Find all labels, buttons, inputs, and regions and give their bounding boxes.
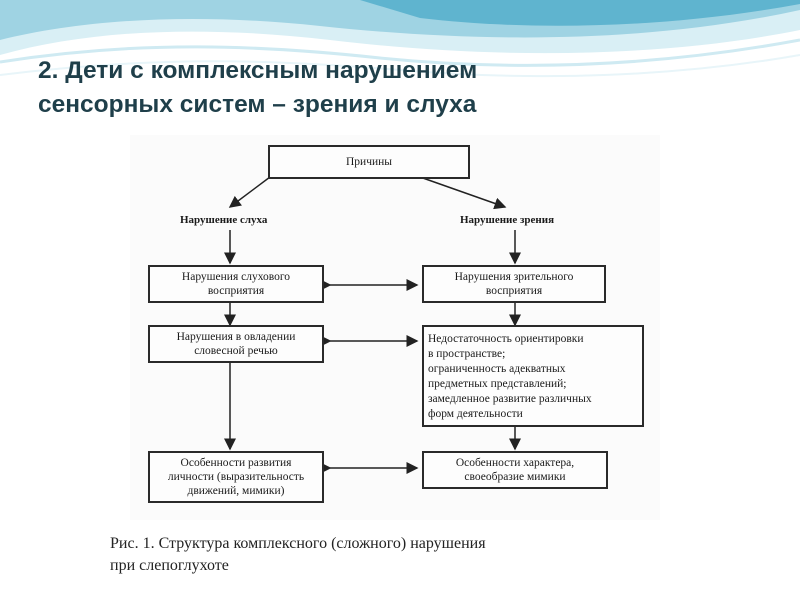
figure-caption: Рис. 1. Структура комплексного (сложного… <box>110 533 670 577</box>
branch-label-vision: Нарушение зрения <box>460 214 555 226</box>
root-box: Причины <box>268 145 470 179</box>
left-box-2: Нарушения в овладении словесной речью <box>148 325 324 363</box>
left-box-3-line-3: движений, мимики) <box>187 485 285 497</box>
right-box-2: Недостаточность ориентировки в пространс… <box>422 325 644 427</box>
left-box-2-line-1: Нарушения в овладении <box>176 331 296 343</box>
right-box-3: Особенности характера, своеобразие мимик… <box>422 451 608 489</box>
figure-caption-line-2: при слепоглухоте <box>110 557 229 574</box>
left-box-3-line-2: личности (выразительность <box>167 471 305 483</box>
right-box-1-line-2: восприятия <box>485 285 543 297</box>
root-label: Причины <box>345 156 393 168</box>
diagram-connectors <box>224 176 521 474</box>
arrow-root-to-hearing <box>228 176 271 208</box>
left-box-1-line-1: Нарушения слухового <box>181 271 291 283</box>
decorative-wave-header <box>0 0 800 78</box>
slide-title-line-1: 2. Дети с комплексным нарушением <box>38 57 478 84</box>
slide-title: 2. Дети с комплексным нарушением сенсорн… <box>38 54 778 122</box>
left-box-1: Нарушения слухового восприятия <box>148 265 324 303</box>
structure-diagram: Причины Нарушение слуха Нарушение зрения… <box>130 135 660 520</box>
right-box-2-line-6: форм деятельности <box>428 408 523 420</box>
branch-label-hearing: Нарушение слуха <box>180 214 268 226</box>
left-box-3-line-1: Особенности развития <box>180 457 292 469</box>
slide-title-line-2: сенсорных систем – зрения и слуха <box>38 91 477 118</box>
right-box-1-line-1: Нарушения зрительного <box>454 271 574 283</box>
right-box-2-line-1: Недостаточность ориентировки <box>428 333 584 345</box>
left-box-1-line-2: восприятия <box>207 285 265 297</box>
left-box-3: Особенности развития личности (выразител… <box>148 451 324 503</box>
right-box-2-line-5: замедленное развитие различных <box>428 393 592 405</box>
arrow-root-to-vision <box>419 176 507 210</box>
right-box-3-line-1: Особенности характера, <box>455 457 575 469</box>
right-box-1: Нарушения зрительного восприятия <box>422 265 606 303</box>
right-box-2-line-4: предметных представлений; <box>428 378 567 390</box>
right-box-2-line-3: ограниченность адекватных <box>428 363 566 375</box>
right-box-2-line-2: в пространстве; <box>428 348 506 360</box>
right-box-3-line-2: своеобразие мимики <box>464 471 566 483</box>
left-box-2-line-2: словесной речью <box>194 345 278 357</box>
figure-caption-line-1: Рис. 1. Структура комплексного (сложного… <box>110 535 486 552</box>
